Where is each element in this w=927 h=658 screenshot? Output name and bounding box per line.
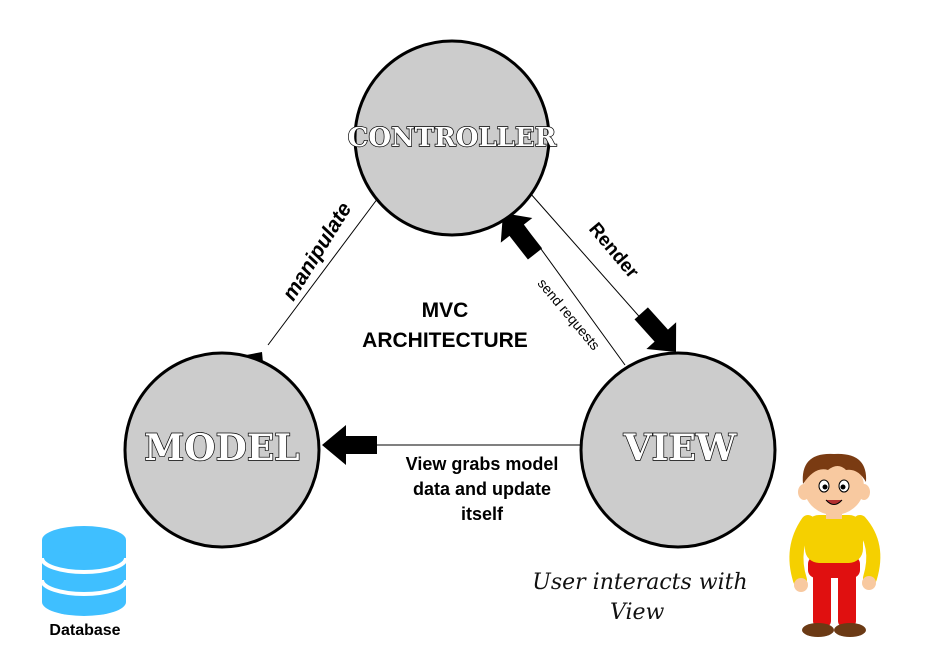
view-label: VIEW <box>623 427 737 469</box>
user-caption: User interacts with View <box>490 568 790 628</box>
database-icon <box>40 526 128 616</box>
manipulate-label: manipulate <box>278 198 356 304</box>
edge-controller-model-line <box>267 197 379 346</box>
model-node <box>123 351 321 549</box>
view-to-model-label: View grabs model data and update itself <box>372 452 592 527</box>
controller-node <box>353 39 551 237</box>
edge-controller-view-line <box>529 192 661 341</box>
user-character-icon <box>789 453 881 637</box>
arrow-view-to-model-icon <box>322 425 377 465</box>
arrow-to-controller-icon <box>500 213 543 260</box>
model-label: MODEL <box>144 427 299 469</box>
database-label: Database <box>49 622 121 639</box>
view-to-model-line-2: data and update <box>412 479 551 499</box>
render-label: Render <box>584 219 643 283</box>
arrow-to-view-icon <box>634 307 677 352</box>
controller-label: CONTROLLER <box>348 123 557 153</box>
diagram-title: MVC ARCHITECTURE <box>330 296 560 356</box>
view-to-model-line-1: View grabs model <box>405 454 559 474</box>
title-line-1: MVC <box>421 299 469 322</box>
user-caption-line-2: View <box>610 600 665 625</box>
user-caption-line-1: User interacts with <box>532 570 748 595</box>
view-to-model-line-3: itself <box>460 504 503 524</box>
view-node <box>579 351 777 549</box>
title-line-2: ARCHITECTURE <box>362 329 528 352</box>
